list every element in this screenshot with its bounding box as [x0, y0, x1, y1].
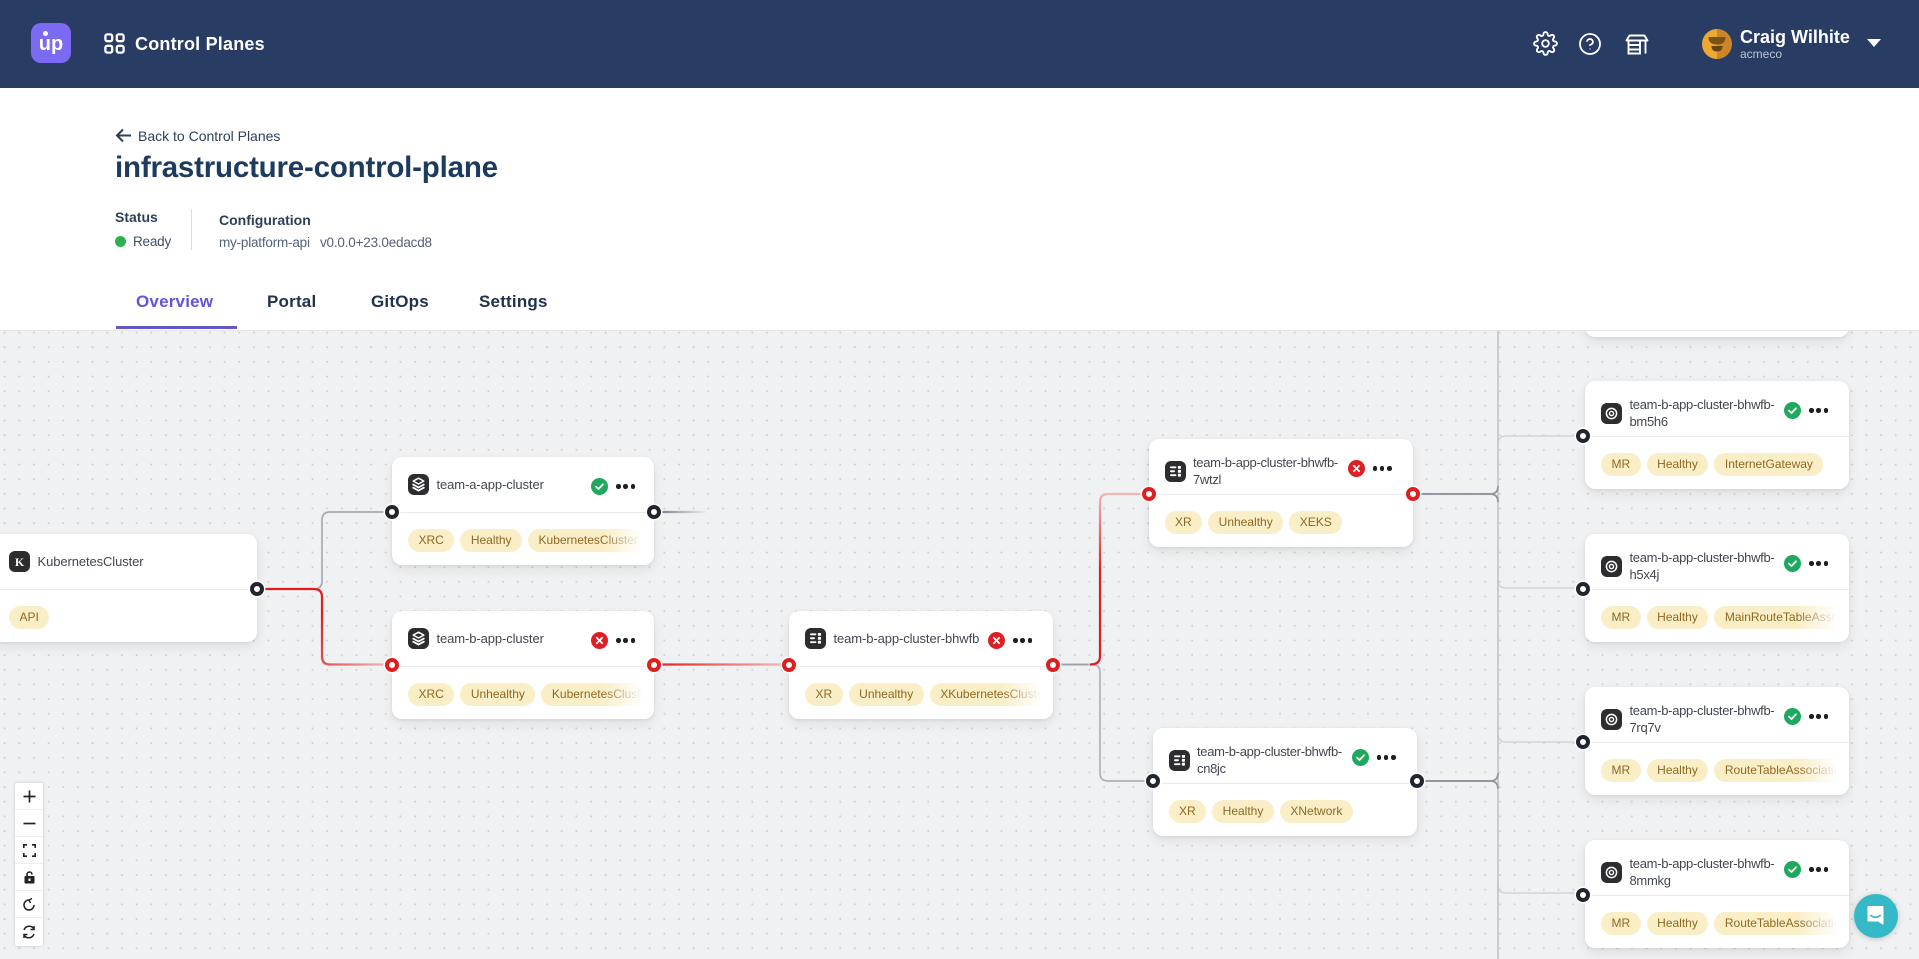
- svg-text:K: K: [15, 555, 25, 569]
